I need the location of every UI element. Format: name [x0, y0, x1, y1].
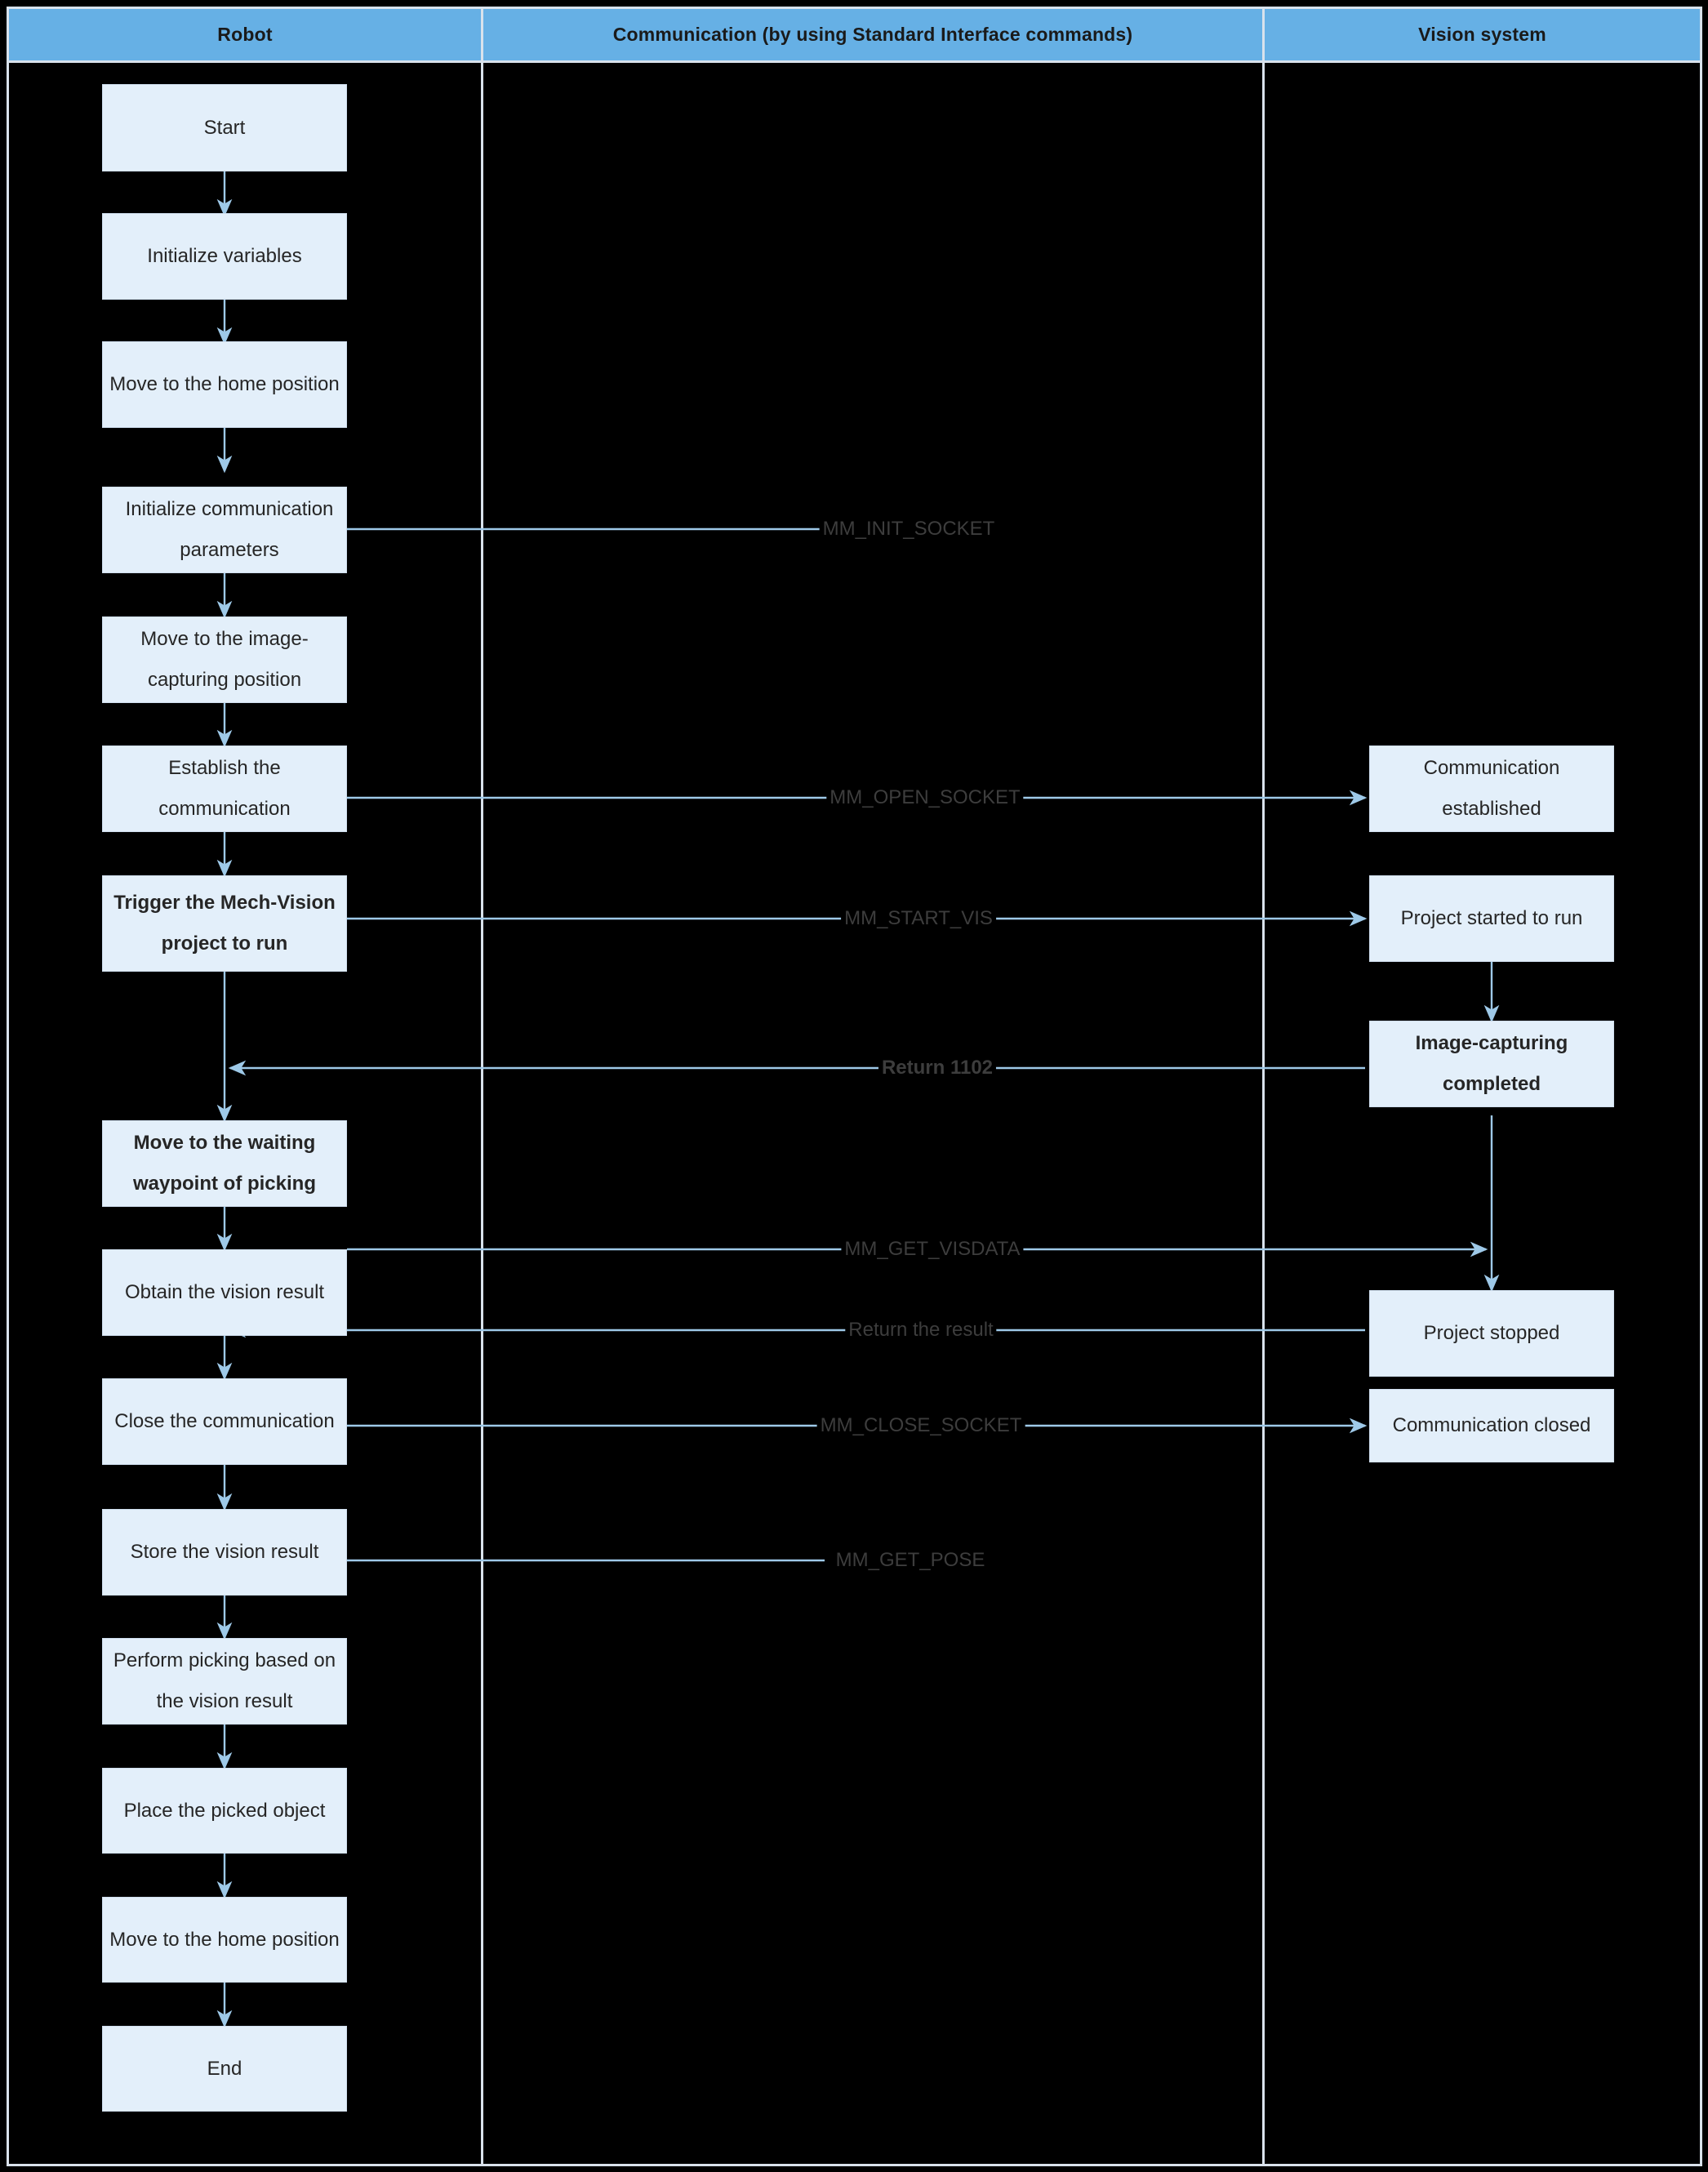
lane-header-robot-label: Robot [217, 24, 273, 45]
node-store-vision-result-label: Store the vision result [130, 1541, 319, 1563]
node-init-comm-params[interactable]: Initialize communication parameters [102, 487, 347, 573]
edge-label-mm-get-pose: MM_GET_POSE [832, 1549, 989, 1572]
node-obtain-vision-result-label: Obtain the vision result [124, 1281, 325, 1303]
edge-label-return-the-result: Return the result [845, 1319, 997, 1342]
node-project-started[interactable]: Project started to run [1369, 875, 1614, 962]
node-place-object-label: Place the picked object [123, 1799, 326, 1822]
swimlane-frame [7, 7, 1702, 2166]
edge-label-mm-open-socket: MM_OPEN_SOCKET [826, 786, 1024, 809]
lane-divider-2 [1262, 7, 1265, 2166]
node-move-home-1[interactable]: Move to the home position [102, 341, 347, 428]
node-start-label: Start [203, 116, 246, 139]
node-move-capture-pos-label: Move to the image-capturing position [140, 628, 309, 691]
edge-label-mm-start-vis: MM_START_VIS [841, 907, 996, 930]
node-establish-comm[interactable]: Establish the communication [102, 746, 347, 832]
lane-header-communication-label: Communication (by using Standard Interfa… [612, 24, 1133, 45]
node-image-capturing-completed-label: Image-capturing completed [1415, 1032, 1568, 1095]
node-close-comm-label: Close the communication [114, 1410, 335, 1432]
node-comm-established-label: Communication established [1423, 757, 1560, 820]
node-init-comm-params-label: Initialize communication parameters [125, 498, 334, 561]
lane-header-vision: Vision system [1265, 9, 1700, 60]
edge-label-mm-close-socket: MM_CLOSE_SOCKET [816, 1414, 1025, 1437]
node-perform-picking-label: Perform picking based on the vision resu… [113, 1649, 336, 1712]
node-trigger-project-label: Trigger the Mech-Vision project to run [113, 892, 336, 955]
node-project-started-label: Project started to run [1400, 907, 1583, 929]
node-store-vision-result[interactable]: Store the vision result [102, 1509, 347, 1596]
node-trigger-project[interactable]: Trigger the Mech-Vision project to run [102, 875, 347, 972]
header-rule [7, 60, 1702, 63]
node-image-capturing-completed[interactable]: Image-capturing completed [1369, 1021, 1614, 1107]
lane-header-communication: Communication (by using Standard Interfa… [483, 9, 1262, 60]
node-move-home-2[interactable]: Move to the home position [102, 1897, 347, 1983]
edge-label-mm-init-socket: MM_INIT_SOCKET [819, 518, 999, 541]
edge-label-return-1102: Return 1102 [878, 1057, 997, 1079]
node-comm-closed-label: Communication closed [1392, 1414, 1591, 1436]
node-move-home-1-label: Move to the home position [109, 373, 340, 395]
node-init-variables-label: Initialize variables [147, 245, 302, 267]
node-perform-picking[interactable]: Perform picking based on the vision resu… [102, 1638, 347, 1725]
lane-header-vision-label: Vision system [1418, 24, 1546, 45]
node-move-waiting-waypoint-label: Move to the waiting waypoint of picking [132, 1132, 316, 1195]
node-obtain-vision-result[interactable]: Obtain the vision result [102, 1249, 347, 1336]
lane-header-robot: Robot [9, 9, 481, 60]
node-move-home-2-label: Move to the home position [109, 1928, 340, 1951]
node-establish-comm-label: Establish the communication [158, 757, 291, 820]
node-init-variables[interactable]: Initialize variables [102, 213, 347, 300]
node-comm-closed[interactable]: Communication closed [1369, 1389, 1614, 1462]
node-project-stopped-label: Project stopped [1423, 1322, 1560, 1344]
node-comm-established[interactable]: Communication established [1369, 746, 1614, 832]
node-start[interactable]: Start [102, 84, 347, 171]
node-move-waiting-waypoint[interactable]: Move to the waiting waypoint of picking [102, 1120, 347, 1207]
node-place-object[interactable]: Place the picked object [102, 1768, 347, 1854]
node-close-comm[interactable]: Close the communication [102, 1378, 347, 1465]
node-move-capture-pos[interactable]: Move to the image-capturing position [102, 616, 347, 703]
edge-label-mm-get-visdata: MM_GET_VISDATA [841, 1238, 1024, 1261]
node-end[interactable]: End [102, 2026, 347, 2112]
node-project-stopped[interactable]: Project stopped [1369, 1290, 1614, 1377]
node-end-label: End [207, 2057, 242, 2080]
lane-divider-1 [481, 7, 483, 2166]
